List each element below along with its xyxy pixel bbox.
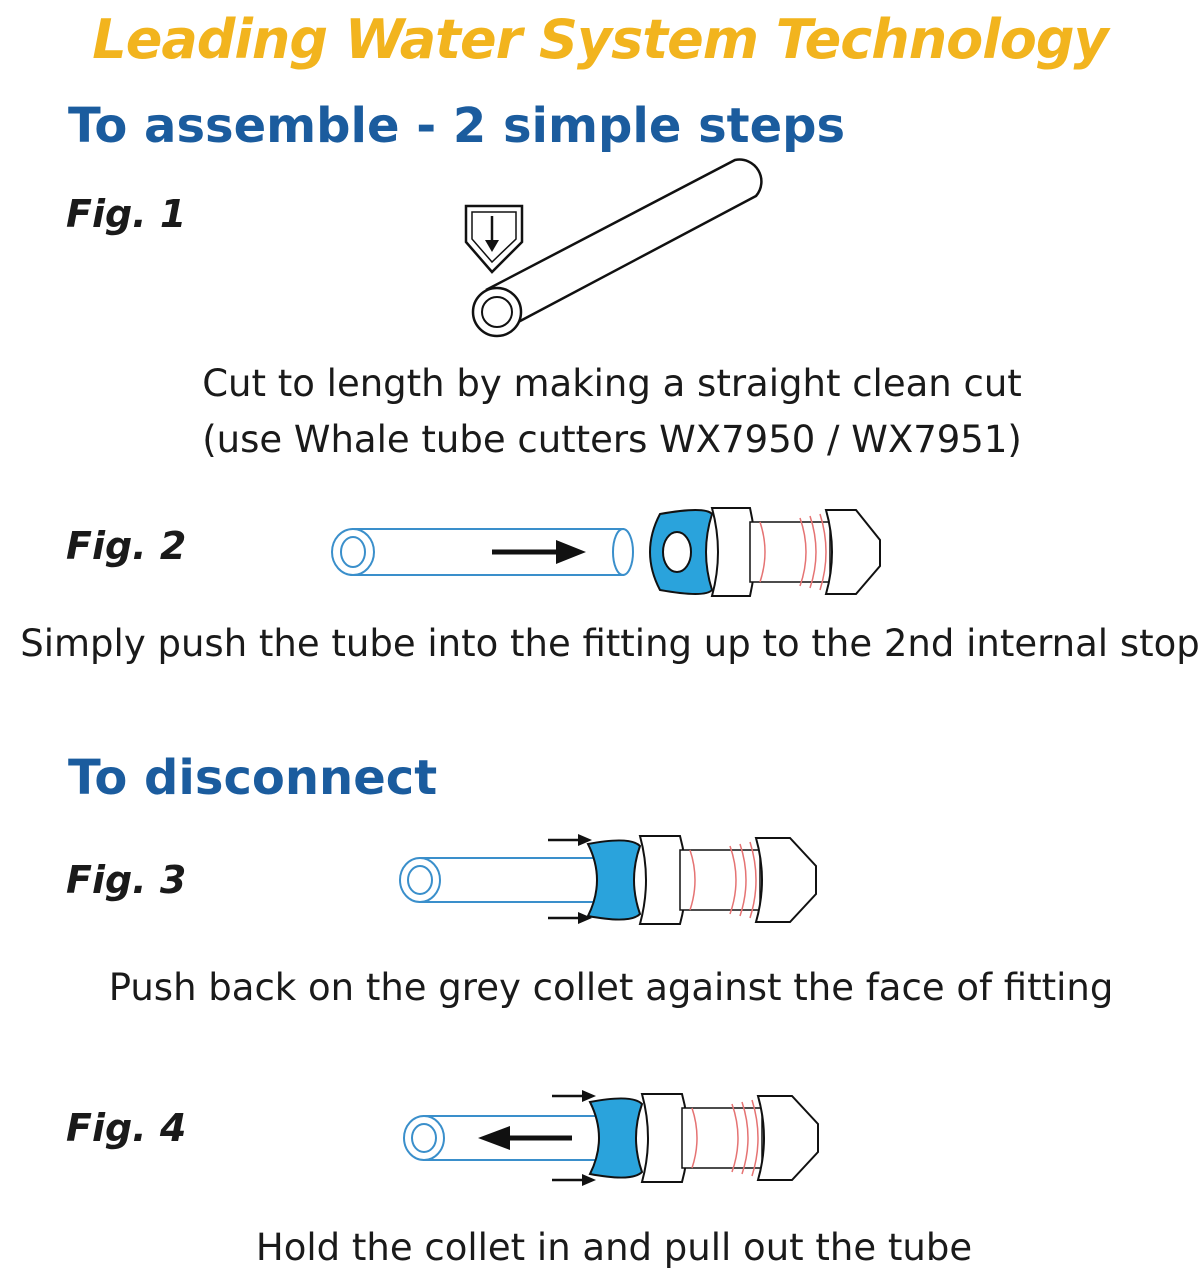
fig3-caption: Push back on the grey collet against the… [108,966,1114,1009]
disconnect-heading: To disconnect [68,750,438,806]
fig1-caption-line2: (use Whale tube cutters WX7950 / WX7951) [202,418,1022,461]
fig4-caption: Hold the collet in and pull out the tube [255,1226,973,1269]
fig3-label: Fig. 3 [66,858,187,902]
assemble-heading: To assemble - 2 simple steps [68,98,846,154]
fig1-label: Fig. 1 [66,192,187,236]
fig2-caption: Simply push the tube into the fitting up… [20,622,1200,665]
fig2-label: Fig. 2 [66,524,187,568]
fig1-caption-line1: Cut to length by making a straight clean… [202,362,1022,405]
page-title: Leading Water System Technology [92,8,1108,71]
fig4-label: Fig. 4 [66,1106,187,1150]
